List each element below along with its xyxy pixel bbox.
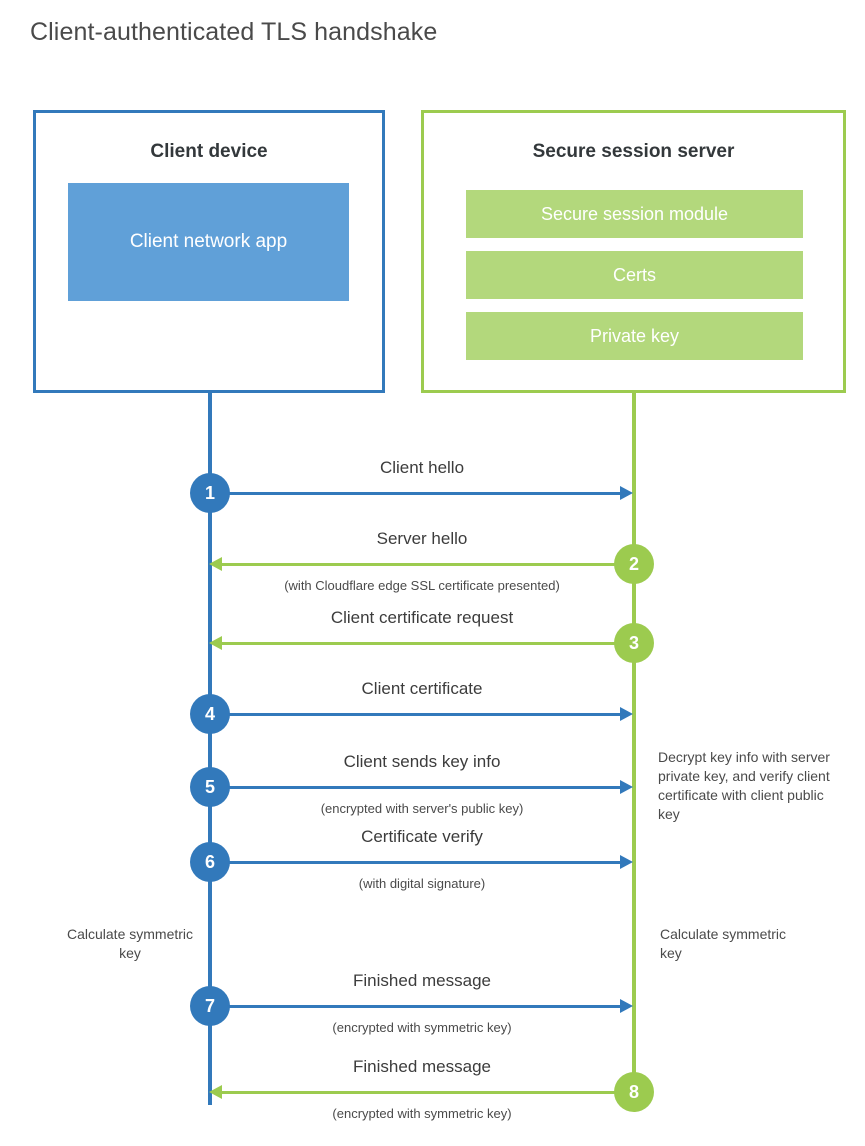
message-arrow-head-6 xyxy=(620,855,633,869)
message-sub-2: (with Cloudflare edge SSL certificate pr… xyxy=(284,578,560,593)
message-arrow-line-2 xyxy=(222,563,634,566)
message-label-2: Server hello xyxy=(376,529,468,548)
message-arrow-head-8 xyxy=(209,1085,222,1099)
client-device-title: Client device xyxy=(150,141,268,162)
secure-session-server-box: Secure session server Secure session mod… xyxy=(421,110,846,393)
step-circle-7: 7 xyxy=(190,986,230,1026)
message-arrow-line-8 xyxy=(222,1091,634,1094)
message-arrow-head-7 xyxy=(620,999,633,1013)
message-sub-6: (with digital signature) xyxy=(358,876,486,891)
server-component-list: Secure session module Certs Private key xyxy=(466,190,803,373)
server-component-certs: Certs xyxy=(466,251,803,299)
message-label-3: Client certificate request xyxy=(330,608,514,627)
message-arrow-head-2 xyxy=(209,557,222,571)
message-sub-8: (encrypted with symmetric key) xyxy=(332,1106,512,1121)
message-arrow-head-5 xyxy=(620,780,633,794)
message-sub-5: (encrypted with server's public key) xyxy=(320,801,524,816)
message-label-4: Client certificate xyxy=(361,679,483,698)
page-title: Client-authenticated TLS handshake xyxy=(30,18,438,46)
server-lifeline xyxy=(632,392,636,1092)
step-circle-8: 8 xyxy=(614,1072,654,1112)
annotation-server-decrypt: Decrypt key info with server private key… xyxy=(658,749,830,822)
step-circle-4: 4 xyxy=(190,694,230,734)
message-label-1: Client hello xyxy=(379,458,465,477)
message-arrow-line-1 xyxy=(210,492,620,495)
message-label-8: Finished message xyxy=(353,1057,491,1076)
message-arrow-line-4 xyxy=(210,713,620,716)
annotation-server-calculate-symmetric-key: Calculate symmetric key xyxy=(660,926,787,961)
message-sub-7: (encrypted with symmetric key) xyxy=(332,1020,512,1035)
secure-session-server-title: Secure session server xyxy=(532,141,735,162)
message-arrow-line-6 xyxy=(210,861,620,864)
message-label-7: Finished message xyxy=(353,971,491,990)
client-device-box: Client device Client network app xyxy=(33,110,385,393)
message-label-6: Certificate verify xyxy=(361,827,483,846)
step-circle-1: 1 xyxy=(190,473,230,513)
message-arrow-line-5 xyxy=(210,786,620,789)
server-component-private-key: Private key xyxy=(466,312,803,360)
client-network-app: Client network app xyxy=(68,183,349,301)
step-circle-5: 5 xyxy=(190,767,230,807)
step-circle-6: 6 xyxy=(190,842,230,882)
server-component-secure-session-module: Secure session module xyxy=(466,190,803,238)
message-arrow-head-1 xyxy=(620,486,633,500)
step-circle-3: 3 xyxy=(614,623,654,663)
message-arrow-head-4 xyxy=(620,707,633,721)
message-arrow-head-3 xyxy=(209,636,222,650)
message-arrow-line-7 xyxy=(210,1005,620,1008)
step-circle-2: 2 xyxy=(614,544,654,584)
message-label-5: Client sends key info xyxy=(343,752,501,771)
annotation-client-calculate-symmetric-key: Calculate symmetric key xyxy=(66,926,194,961)
message-arrow-line-3 xyxy=(222,642,634,645)
client-lifeline xyxy=(208,393,212,1105)
